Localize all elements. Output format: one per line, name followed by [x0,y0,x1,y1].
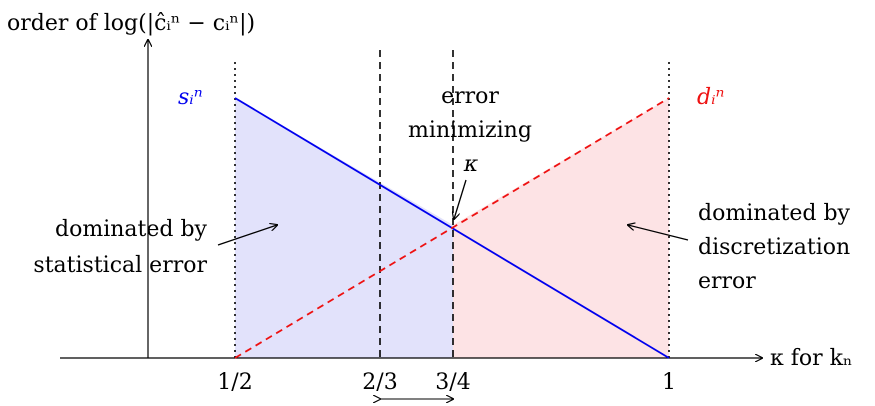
statistical-error-label: sᵢⁿ [178,85,203,110]
tick-label-two-thirds: 2/3 [362,370,397,395]
x-axis-label: κ for kₙ [770,346,853,371]
center-annotation-line-2: minimizing [408,118,532,143]
center-annotation-line-1: error [441,84,499,109]
y-axis-label: order of log(|ĉᵢⁿ − cᵢⁿ|) [7,11,255,36]
tick-label-half: 1/2 [217,370,252,395]
right-annotation-line-3: error [698,269,756,294]
statistical-error-region [235,98,453,358]
tick-label-one: 1 [662,370,676,395]
center-annotation-arrow [454,179,467,219]
left-annotation-line-2: statistical error [33,253,207,278]
left-annotation-arrow [217,225,277,246]
left-annotation-line-1: dominated by [55,217,208,242]
tick-label-three-quarters: 3/4 [435,370,470,395]
discretization-error-label: dᵢⁿ [697,85,724,110]
right-annotation-arrow [628,225,689,241]
discretization-error-region [453,98,669,358]
right-annotation-line-1: dominated by [698,201,851,226]
discretization-error-line [234,97,670,359]
center-annotation-kappa: κ [463,152,479,177]
right-annotation-line-2: discretization [698,235,850,260]
